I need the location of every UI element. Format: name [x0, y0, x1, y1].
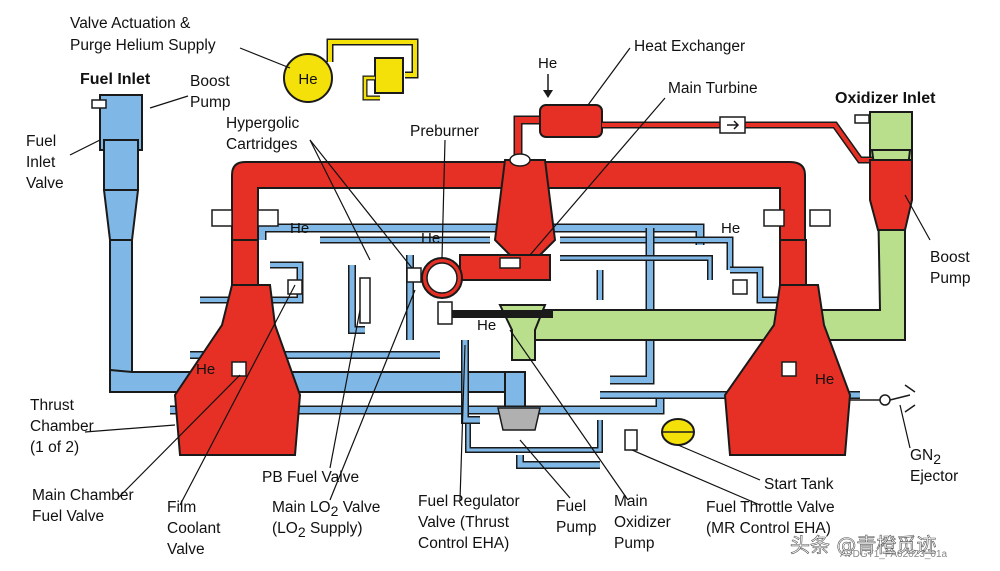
he-heat-exchanger: He: [538, 55, 557, 72]
hot-gas-plumbing: [173, 104, 913, 456]
he-preburner: He: [421, 230, 440, 247]
label-fuel-inlet: Fuel Inlet: [80, 71, 151, 88]
start-tank: [661, 418, 695, 446]
components: [91, 99, 870, 451]
label-boost-pump-left-1: Boost: [190, 73, 230, 90]
label-valve-actuation-1: Valve Actuation &: [70, 15, 191, 32]
helium-sphere-label: He: [298, 71, 317, 88]
label-start-tank: Start Tank: [764, 476, 834, 493]
he-right-chamber: He: [815, 371, 834, 388]
gn2-ejector: [850, 384, 916, 413]
label-film-coolant-2: Coolant: [167, 520, 221, 537]
label-fuel-inlet-valve-3: Valve: [26, 175, 64, 192]
label-main-turbine: Main Turbine: [668, 80, 758, 97]
label-gn2-2: Ejector: [910, 468, 958, 485]
label-boost-pump-left-2: Pump: [190, 94, 231, 111]
label-preburner: Preburner: [410, 123, 479, 140]
label-thrust-chamber-3: (1 of 2): [30, 439, 79, 456]
label-main-lo2-valve-1: Main LO2 Valve: [272, 499, 380, 519]
label-hypergolic-2: Cartridges: [226, 136, 298, 153]
label-thrust-chamber-1: Thrust: [30, 397, 75, 414]
leader-lines: [69, 47, 931, 506]
label-valve-actuation-2: Purge Helium Supply: [70, 37, 216, 54]
turbine-shaft-bar: [448, 310, 553, 318]
label-fuel-inlet-valve-2: Inlet: [26, 154, 56, 171]
label-hypergolic-1: Hypergolic: [226, 115, 299, 132]
label-heat-exchanger: Heat Exchanger: [634, 38, 745, 55]
label-main-lo2-valve-2: (LO2 Supply): [272, 520, 363, 540]
he-right-upper: He: [721, 220, 740, 237]
he-left-upper: He: [290, 220, 309, 237]
label-main-chamber-fuel-valve-1: Main Chamber: [32, 487, 134, 504]
helium-sphere: [283, 53, 333, 103]
label-fuel-pump-1: Fuel: [556, 498, 586, 515]
label-boost-pump-right-2: Pump: [930, 270, 971, 287]
label-film-coolant-3: Valve: [167, 541, 205, 558]
he-turbine: He: [477, 317, 496, 334]
label-main-ox-pump-1: Main: [614, 493, 648, 510]
he-left-chamber: He: [196, 361, 215, 378]
watermark-code: AVDGT1_FA02023_01a: [840, 549, 948, 560]
label-thrust-chamber-2: Chamber: [30, 418, 94, 435]
label-boost-pump-right-1: Boost: [930, 249, 970, 266]
label-pb-fuel-valve: PB Fuel Valve: [262, 469, 359, 486]
helium-supply: He: [283, 38, 419, 103]
label-fuel-pump-2: Pump: [556, 519, 597, 536]
watermark-text: 头条 @青橙觅迹: [790, 533, 936, 557]
label-fuel-throttle-1: Fuel Throttle Valve: [706, 499, 835, 516]
labels: Valve Actuation & Purge Helium Supply Fu…: [26, 15, 971, 558]
label-main-chamber-fuel-valve-2: Fuel Valve: [32, 508, 104, 525]
label-gn2-1: GN2: [910, 447, 941, 467]
label-fuel-regulator-3: Control EHA): [418, 535, 509, 552]
label-fuel-regulator-1: Fuel Regulator: [418, 493, 520, 510]
label-fuel-inlet-valve-1: Fuel: [26, 133, 56, 150]
label-main-ox-pump-2: Oxidizer: [614, 514, 671, 531]
label-film-coolant-1: Film: [167, 499, 196, 516]
label-fuel-throttle-2: (MR Control EHA): [706, 520, 831, 537]
helium-ports: He He He He He He He: [196, 55, 834, 388]
label-main-ox-pump-3: Pump: [614, 535, 655, 552]
watermark: AVDGT1_FA02023_01a 头条 @青橙觅迹: [790, 533, 948, 560]
label-oxidizer-inlet: Oxidizer Inlet: [835, 90, 936, 107]
label-fuel-regulator-2: Valve (Thrust: [418, 514, 510, 531]
